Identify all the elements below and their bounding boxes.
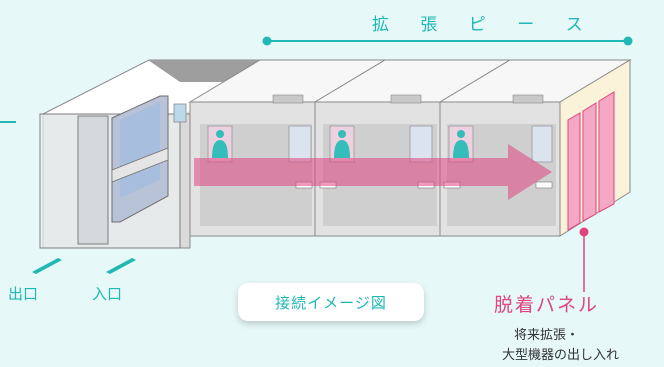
window-person-3 <box>448 125 474 163</box>
caption-text: 接続イメージ図 <box>275 293 387 312</box>
removable-panel <box>559 59 631 237</box>
panel-pointer <box>579 227 589 292</box>
exit-label: 出口 <box>8 285 39 303</box>
panel-note-line2: 大型機器の出し入れ <box>502 348 620 363</box>
expansion-piece-label: 拡 張 ピ ー ス <box>372 15 596 35</box>
window-person-1 <box>207 125 233 163</box>
removable-panel-label: 脱着パネル <box>494 294 600 316</box>
panel-note-line1: 将来拡張・ <box>514 328 580 343</box>
entrance-label: 入口 <box>92 285 123 303</box>
window-empty <box>288 125 553 163</box>
expansion-bracket <box>262 36 633 46</box>
caption-box: 接続イメージ図 <box>238 283 424 321</box>
flow-arrow <box>194 144 552 200</box>
window-person-2 <box>329 125 355 163</box>
